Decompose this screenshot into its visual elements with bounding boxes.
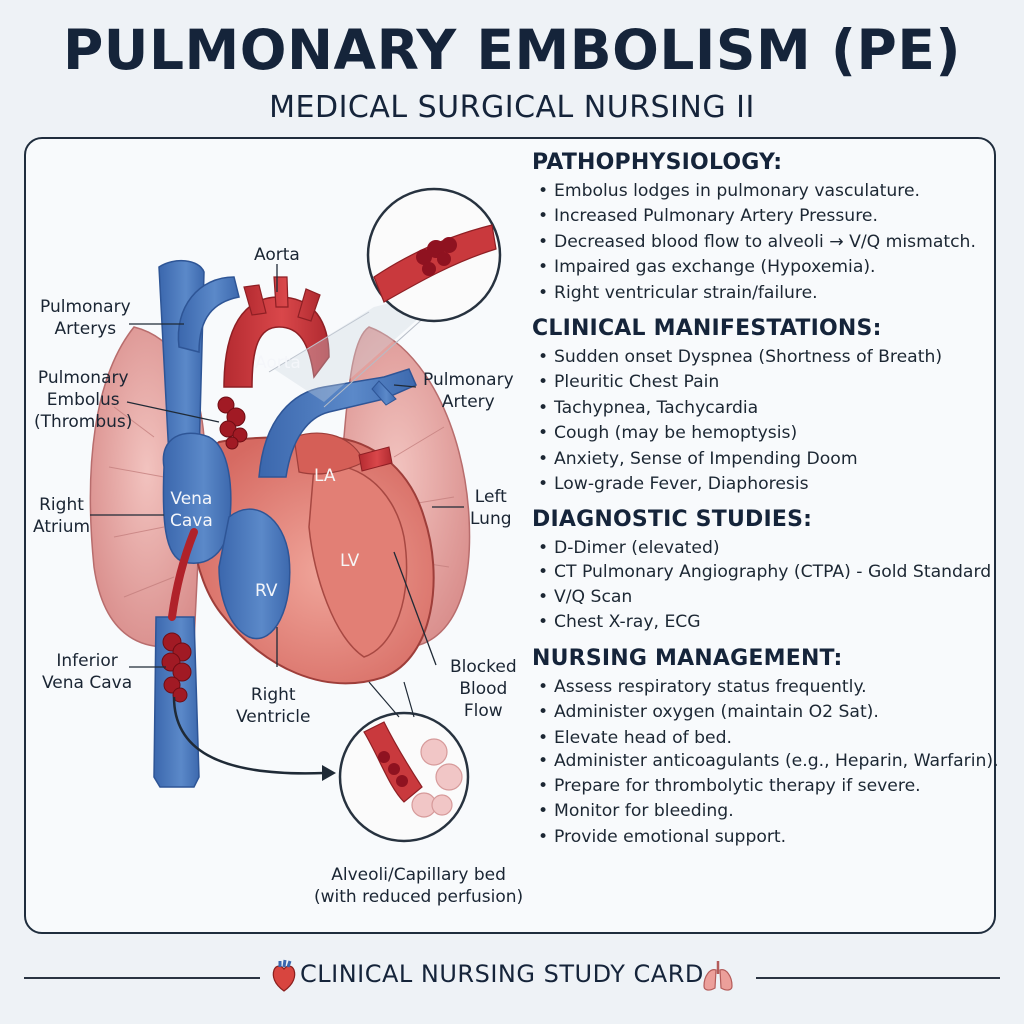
section-diagnostic-studies: DIAGNOSTIC STUDIES: D-Dimer (elevated) C… <box>532 507 1002 636</box>
left-ventricle-shape <box>308 464 408 658</box>
list-item: Cough (may be hemoptysis) <box>532 421 1002 447</box>
vessel-zoom-inset <box>366 187 502 323</box>
label-blocked-blood-flow: Blocked Blood Flow <box>450 657 517 721</box>
label-vena-cava: Vena Cava <box>170 489 213 531</box>
list-item: Administer oxygen (maintain O2 Sat). <box>532 700 1002 726</box>
list-item: CT Pulmonary Angiography (CTPA) - Gold S… <box>532 562 1002 585</box>
label-left-lung: Left Lung <box>470 487 512 529</box>
label-alveoli: Alveoli/Capillary bed (with reduced perf… <box>314 865 524 907</box>
footer-label: CLINICAL NURSING STUDY CARD <box>300 960 704 988</box>
page-title: PULMONARY EMBOLISM (PE) <box>62 18 962 82</box>
footer-rule-right <box>756 977 1000 979</box>
lungs-icon <box>703 961 733 991</box>
list-item: V/Q Scan <box>532 585 1002 611</box>
label-pulmonary-artery: Pulmonary Artery <box>423 370 514 412</box>
page-subtitle: MEDICAL SURGICAL NURSING II <box>269 90 755 125</box>
label-right-atrium: Right Atrium <box>33 495 91 537</box>
venous-thrombus-clot <box>161 632 192 703</box>
label-inferior-vena-cava: Inferior Vena Cava <box>42 651 133 693</box>
list-item: Administer anticoagulants (e.g., Heparin… <box>532 751 1002 774</box>
label-lv: LV <box>340 551 360 571</box>
label-la: LA <box>314 466 336 486</box>
list-item: Tachypnea, Tachycardia <box>532 396 1002 422</box>
section-heading: DIAGNOSTIC STUDIES: <box>532 507 813 533</box>
section-heading: NURSING MANAGEMENT: <box>532 645 843 671</box>
section-clinical-manifestations: CLINICAL MANIFESTATIONS: Sudden onset Dy… <box>532 316 1002 498</box>
notes-column: PATHOPHYSIOLOGY: Embolus lodges in pulmo… <box>532 150 1002 860</box>
list-item: Increased Pulmonary Artery Pressure. <box>532 204 1002 230</box>
footer-rule-left <box>24 977 260 979</box>
list-item: Monitor for bleeding. <box>532 799 1002 825</box>
list-item: D-Dimer (elevated) <box>532 536 1002 562</box>
list-item: Provide emotional support. <box>532 825 1002 851</box>
footer: CLINICAL NURSING STUDY CARD <box>0 956 1024 996</box>
heart-lung-diagram <box>89 187 502 843</box>
section-heading: CLINICAL MANIFESTATIONS: <box>532 316 882 342</box>
list-item: Impaired gas exchange (Hypoxemia). <box>532 255 1002 281</box>
list-item: Low-grade Fever, Diaphoresis <box>532 472 1002 498</box>
heart-icon <box>272 959 296 992</box>
aorta-vessel <box>223 296 330 388</box>
section-heading: PATHOPHYSIOLOGY: <box>532 150 783 175</box>
label-pulmonary-arterys: Pulmonary Arterys <box>40 297 131 339</box>
label-pulmonary-embolus: Pulmonary Embolus (Thrombus) <box>34 368 133 432</box>
flow-arrow <box>172 696 325 775</box>
list-item: Anxiety, Sense of Impending Doom <box>532 447 1002 473</box>
list-item: Embolus lodges in pulmonary vasculature. <box>532 179 1002 205</box>
label-aorta-inner: Aorta <box>255 353 301 373</box>
list-item: Chest X-ray, ECG <box>532 610 1002 636</box>
section-pathophysiology: PATHOPHYSIOLOGY: Embolus lodges in pulmo… <box>532 150 1002 306</box>
list-item: Sudden onset Dyspnea (Shortness of Breat… <box>532 345 1002 371</box>
list-item: Assess respiratory status frequently. <box>532 675 1002 701</box>
section-nursing-management: NURSING MANAGEMENT: Assess respiratory s… <box>532 645 1002 851</box>
label-right-ventricle: Right Ventricle <box>236 685 311 727</box>
list-item: Elevate head of bed. <box>532 726 1002 752</box>
list-item: Right ventricular strain/failure. <box>532 281 1002 307</box>
pulmonary-embolus-clot <box>217 396 248 450</box>
list-item: Prepare for thrombolytic therapy if seve… <box>532 774 1002 800</box>
label-rv: RV <box>255 581 278 601</box>
right-ventricle-shape <box>218 508 291 640</box>
list-item: Decreased blood flow to alveoli → V/Q mi… <box>532 230 1002 256</box>
label-aorta-top: Aorta <box>254 245 300 265</box>
list-item: Pleuritic Chest Pain <box>532 370 1002 396</box>
pulmonary-artery-vessel <box>258 368 417 478</box>
alveoli-zoom-inset <box>338 711 470 843</box>
